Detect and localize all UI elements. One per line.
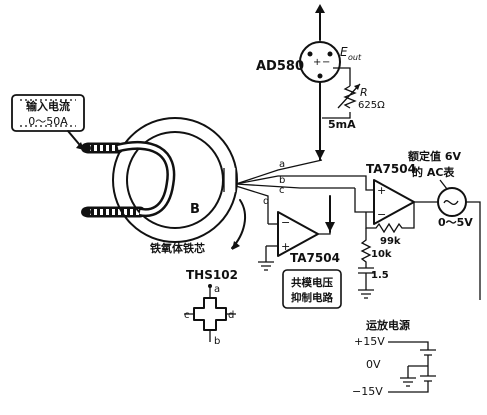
sensor-leads: a b c d [235, 159, 360, 224]
eout-subscript: out [348, 53, 362, 62]
svg-text:+: + [377, 184, 386, 197]
sensor-pin-a: a [214, 284, 220, 295]
opamp-2-label: TA7504 [366, 162, 416, 176]
sensor-pin-b: b [214, 336, 220, 347]
ferrite-core: B 铁氧体铁芯 [112, 117, 238, 255]
current-label: 5mA [328, 118, 356, 131]
ac-meter: 额定值 6V 的 AC表 0～5V [408, 149, 481, 300]
input-resistor-label: 10k [371, 249, 392, 260]
input-current-range: 0～50A [28, 115, 68, 128]
lead-d-label: d [263, 196, 269, 207]
svg-text:+: + [313, 57, 321, 68]
meter-rating-line2: 的 AC表 [412, 165, 455, 179]
supply-pos-label: +15V [354, 335, 385, 348]
sensor-pin-d: d [228, 310, 234, 321]
eout-label: E [340, 45, 348, 59]
r-label: R [360, 86, 368, 99]
input-current-label: 输入电流 [26, 99, 70, 113]
sensor-pin-c: c [184, 310, 190, 321]
svg-text:−: − [377, 208, 386, 221]
lead-b-label: b [279, 175, 285, 186]
svg-text:+: + [281, 240, 290, 253]
ad580-label: AD580 [256, 59, 304, 74]
svg-text:−: − [281, 216, 290, 229]
supply-zero-label: 0V [366, 358, 381, 371]
opamp-1: − + TA7504 [258, 195, 340, 271]
ad580-reference: + − AD580 E out R 625Ω 5mA [256, 4, 385, 161]
capacitor-label: 1.5 [371, 270, 389, 281]
feedback-resistor-label: 99k [380, 236, 401, 247]
core-gap-label: B [190, 202, 200, 217]
ths102-sensor: THS102 a b c d [184, 268, 238, 347]
svg-text:−: − [322, 57, 330, 68]
core-caption: 铁氧体铁芯 [150, 241, 205, 255]
cmr-label-line2: 抑制电路 [291, 291, 333, 304]
meter-rating-line1: 额定值 6V [408, 149, 461, 163]
supply-neg-label: −15V [352, 385, 383, 398]
lead-c-label: c [279, 185, 285, 196]
opamp-2: + − TA7504 99k 10k 1.5 [354, 162, 438, 299]
r-value: 625Ω [358, 100, 385, 111]
supply-title: 运放电源 [366, 318, 410, 332]
input-current-box: 输入电流 0～50A [11, 94, 85, 132]
primary-conductor [81, 142, 146, 218]
meter-range: 0～5V [438, 216, 473, 229]
ths102-label: THS102 [186, 268, 238, 282]
cmr-box: 共模电压 抑制电路 [282, 269, 342, 309]
sensor-pointer-arrow [231, 199, 247, 249]
lead-a-label: a [279, 159, 285, 170]
opamp-1-label: TA7504 [290, 251, 340, 265]
opamp-power-supply: 运放电源 +15V 0V −15V [352, 318, 436, 398]
cmr-label-line1: 共模电压 [291, 276, 333, 289]
